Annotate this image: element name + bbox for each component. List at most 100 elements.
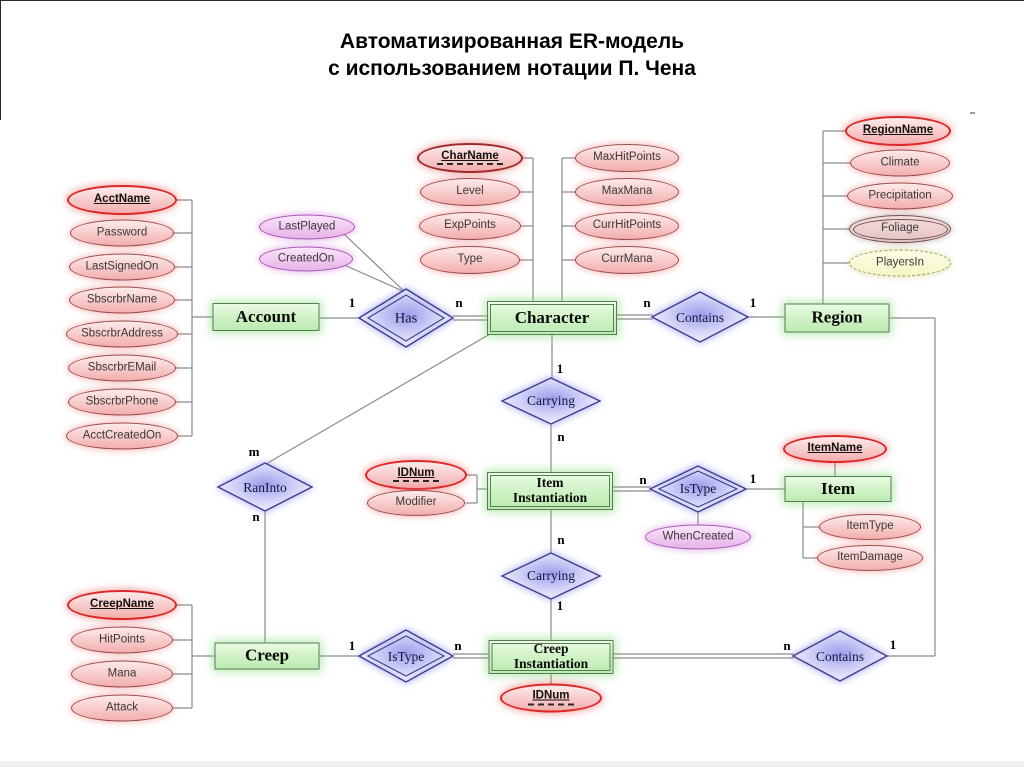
relationship-istype-creep-diamond	[357, 629, 455, 683]
slide-left-edge	[0, 0, 1, 120]
relationship-carrying-creep-label: Carrying	[527, 568, 575, 583]
cardinality-carrying-item-inst2: n	[557, 532, 565, 547]
cardinality-istype-item-inst: n	[639, 472, 647, 487]
attribute-currmana-label: CurrMana	[601, 253, 653, 266]
cardinality-raninto-character: m	[248, 444, 260, 459]
attribute-lastsignedon: LastSignedOn	[69, 253, 175, 281]
relationship-istype-item-diamond	[648, 465, 748, 513]
attribute-maxmana: MaxMana	[575, 178, 679, 206]
attribute-sbscrbrphone-label: SbscrbrPhone	[85, 395, 159, 408]
cardinality-istype-creep: 1	[348, 638, 356, 653]
attribute-itemname: ItemName	[783, 435, 887, 463]
cardinality-raninto-creep: n	[252, 509, 260, 524]
attribute-idnum-item-label: IDNum	[393, 467, 439, 483]
cardinality-contains-creep-inst: n	[783, 638, 791, 653]
attribute-acctcreatedon-label: AcctCreatedOn	[82, 429, 162, 442]
attribute-acctcreatedon: AcctCreatedOn	[66, 422, 178, 450]
relationship-contains-region-label: Contains	[675, 310, 725, 325]
attribute-hitpoints: HitPoints	[71, 626, 173, 654]
slide-title-line1: Автоматизированная ER-модель	[339, 30, 685, 53]
attribute-currhitpoints-label: CurrHitPoints	[592, 219, 662, 232]
relationship-istype-creep-label: IsType	[387, 649, 425, 664]
attribute-password-label: Password	[96, 226, 148, 239]
slide-bottom-edge	[0, 761, 1024, 767]
entity-creep-label: Creep	[244, 645, 290, 665]
entity-character: Character	[487, 301, 617, 335]
entity-region-label: Region	[811, 307, 863, 327]
attribute-lastplayed-label: LastPlayed	[278, 220, 336, 233]
attribute-itemtype-label: ItemType	[846, 520, 894, 533]
attribute-sbscrbrname: SbscrbrName	[69, 286, 175, 314]
attribute-creepname-label: CreepName	[90, 598, 154, 611]
attribute-itemtype: ItemType	[819, 514, 921, 540]
attribute-whencreated: WhenCreated	[645, 524, 751, 550]
attribute-playersin-label: PlayersIn	[876, 256, 924, 269]
cardinality-istype-item: 1	[749, 471, 757, 486]
attribute-whencreated-label: WhenCreated	[662, 530, 734, 543]
attribute-precipitation: Precipitation	[847, 182, 953, 210]
attribute-type: Type	[420, 246, 520, 274]
attribute-charname: CharName	[417, 143, 523, 173]
attribute-maxhitpoints-label: MaxHitPoints	[593, 151, 661, 164]
attribute-lastsignedon-label: LastSignedOn	[85, 260, 159, 273]
relationship-istype-item-label: IsType	[679, 481, 717, 496]
attribute-foliage: Foliage	[849, 215, 951, 243]
relationship-contains-creep-label: Contains	[815, 649, 865, 664]
relationship-raninto-label: RanInto	[243, 480, 287, 495]
attribute-acctname-label: AcctName	[93, 193, 151, 206]
relationship-carrying-creep-diamond	[500, 552, 602, 600]
cardinality-has-character: n	[455, 295, 463, 310]
attribute-lastplayed: LastPlayed	[259, 214, 355, 240]
attribute-sbscrbrphone: SbscrbrPhone	[68, 388, 176, 416]
cardinality-carrying-creep-inst: 1	[556, 598, 564, 613]
attribute-creepname: CreepName	[67, 590, 177, 620]
relationship-contains-creep-diamond	[791, 630, 889, 682]
attribute-level: Level	[420, 178, 520, 206]
slide-title-line2: с использованием нотации П. Чена	[328, 57, 696, 80]
entity-account-label: Account	[235, 306, 297, 326]
attribute-idnum-item: IDNum	[365, 460, 467, 490]
cardinality-contains-region2: 1	[889, 637, 897, 652]
cardinality-istype-creep-inst: n	[454, 638, 462, 653]
attribute-regionname-label: RegionName	[862, 124, 934, 137]
attribute-charname-label: CharName	[437, 150, 503, 166]
relationship-contains-region-diamond	[650, 291, 750, 343]
entity-item-instantiation-label: Item Instantiation	[512, 475, 588, 505]
cardinality-carrying-character: 1	[556, 361, 564, 376]
attribute-sbscrbremail: SbscrbrEMail	[68, 354, 176, 382]
attribute-exppoints-label: ExpPoints	[444, 219, 496, 232]
relationship-has-label: Has	[394, 310, 418, 327]
attribute-sbscrbremail-label: SbscrbrEMail	[87, 361, 157, 374]
attribute-idnum-creep: IDNum	[500, 683, 602, 713]
attribute-mana-label: Mana	[107, 667, 137, 680]
entity-creep-instantiation: Creep Instantiation	[488, 640, 614, 674]
attribute-mana: Mana	[71, 660, 173, 688]
relationship-carrying-character-label: Carrying	[527, 393, 575, 408]
attribute-attack: Attack	[71, 694, 173, 722]
attribute-currmana: CurrMana	[575, 246, 679, 274]
attribute-climate: Climate	[850, 149, 950, 177]
entity-item: Item	[784, 476, 892, 502]
attribute-exppoints: ExpPoints	[419, 212, 521, 240]
artifact-mark	[970, 112, 975, 114]
entity-account: Account	[212, 303, 320, 331]
entity-creep-instantiation-label: Creep Instantiation	[513, 641, 589, 671]
relationship-raninto-diamond	[216, 462, 314, 512]
slide-title: Автоматизированная ER-модель с использов…	[0, 28, 1024, 82]
attribute-sbscrbrname-label: SbscrbrName	[86, 293, 158, 306]
attribute-itemdamage: ItemDamage	[817, 545, 923, 571]
entity-item-label: Item	[821, 478, 855, 498]
attribute-itemname-label: ItemName	[807, 442, 863, 455]
attribute-createdon: CreatedOn	[259, 246, 353, 272]
attribute-regionname: RegionName	[845, 116, 951, 146]
attribute-hitpoints-label: HitPoints	[98, 633, 146, 646]
cardinality-contains-character: n	[643, 295, 651, 310]
attribute-sbscrbraddress-label: SbscrbrAddress	[81, 327, 163, 340]
attribute-password: Password	[70, 219, 174, 247]
cardinality-has-account: 1	[348, 295, 356, 310]
attribute-climate-label: Climate	[880, 156, 920, 169]
attribute-foliage-label: Foliage	[881, 222, 919, 235]
attribute-level-label: Level	[456, 185, 484, 198]
attribute-playersin: PlayersIn	[849, 249, 951, 277]
